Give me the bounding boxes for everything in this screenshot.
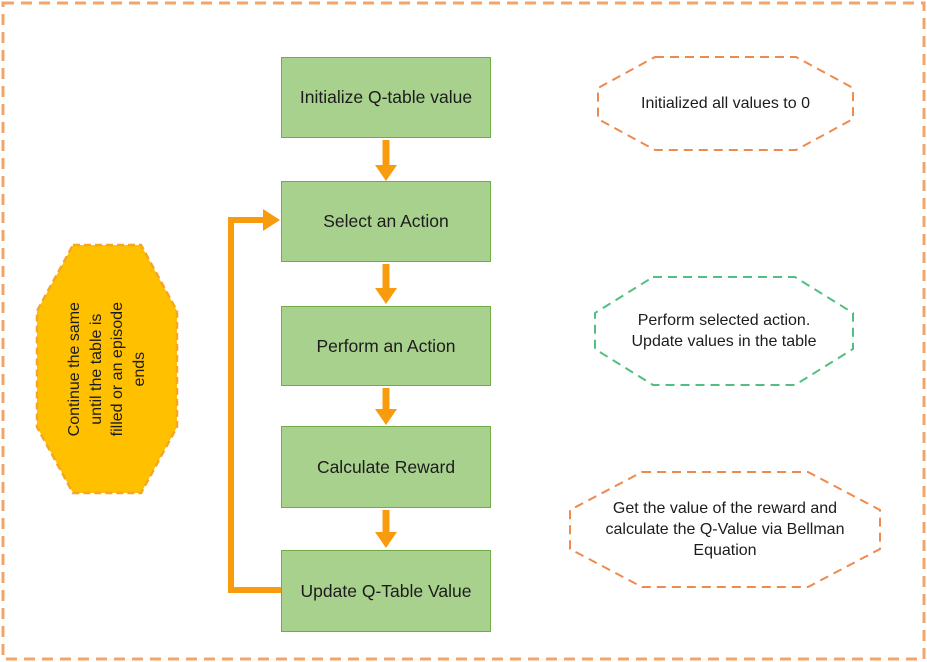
callout-octagon-perform bbox=[594, 276, 854, 386]
feedback-loop-arrow bbox=[228, 209, 281, 593]
callout-text: Get the value of the reward and calculat… bbox=[605, 499, 845, 560]
flow-step-update-q-table: Update Q-Table Value bbox=[281, 550, 491, 632]
callout-initialize: Initialized all values to 0 bbox=[598, 57, 853, 150]
flow-arrow-3 bbox=[375, 388, 397, 425]
arrow-down-icon bbox=[375, 165, 397, 181]
arrow-down-icon bbox=[375, 532, 397, 548]
arrow-right-icon bbox=[263, 209, 280, 231]
flow-arrow-2 bbox=[375, 264, 397, 304]
flow-arrow-1 bbox=[375, 140, 397, 181]
callout-text: Initialized all values to 0 bbox=[641, 94, 810, 112]
arrow-down-icon bbox=[375, 288, 397, 304]
flow-step-label: Perform an Action bbox=[316, 335, 456, 356]
callout-reward: Get the value of the reward and calculat… bbox=[570, 472, 880, 587]
callout-octagon-reward bbox=[569, 471, 881, 588]
flow-step-calculate-reward: Calculate Reward bbox=[281, 426, 491, 508]
flow-step-label: Initialize Q-table value bbox=[299, 87, 473, 107]
callout-perform: Perform selected action. Update values i… bbox=[595, 277, 853, 385]
flow-step-label: Calculate Reward bbox=[316, 456, 456, 477]
flow-step-perform-action: Perform an Action bbox=[281, 306, 491, 386]
callout-octagon-initialize bbox=[597, 56, 854, 151]
callout-text: Perform selected action. Update values i… bbox=[631, 311, 817, 350]
flow-step-label: Update Q-Table Value bbox=[300, 580, 472, 601]
flow-step-initialize-q-table: Initialize Q-table value bbox=[281, 57, 491, 138]
flow-arrow-4 bbox=[375, 510, 397, 548]
loop-note-octagon bbox=[35, 243, 179, 495]
loop-note-text: Continue the same until the table is fil… bbox=[65, 301, 148, 437]
flow-step-label: Select an Action bbox=[323, 211, 449, 231]
loop-note: Continue the same until the table is fil… bbox=[37, 245, 177, 493]
flow-step-select-action: Select an Action bbox=[281, 181, 491, 262]
arrow-down-icon bbox=[375, 409, 397, 425]
